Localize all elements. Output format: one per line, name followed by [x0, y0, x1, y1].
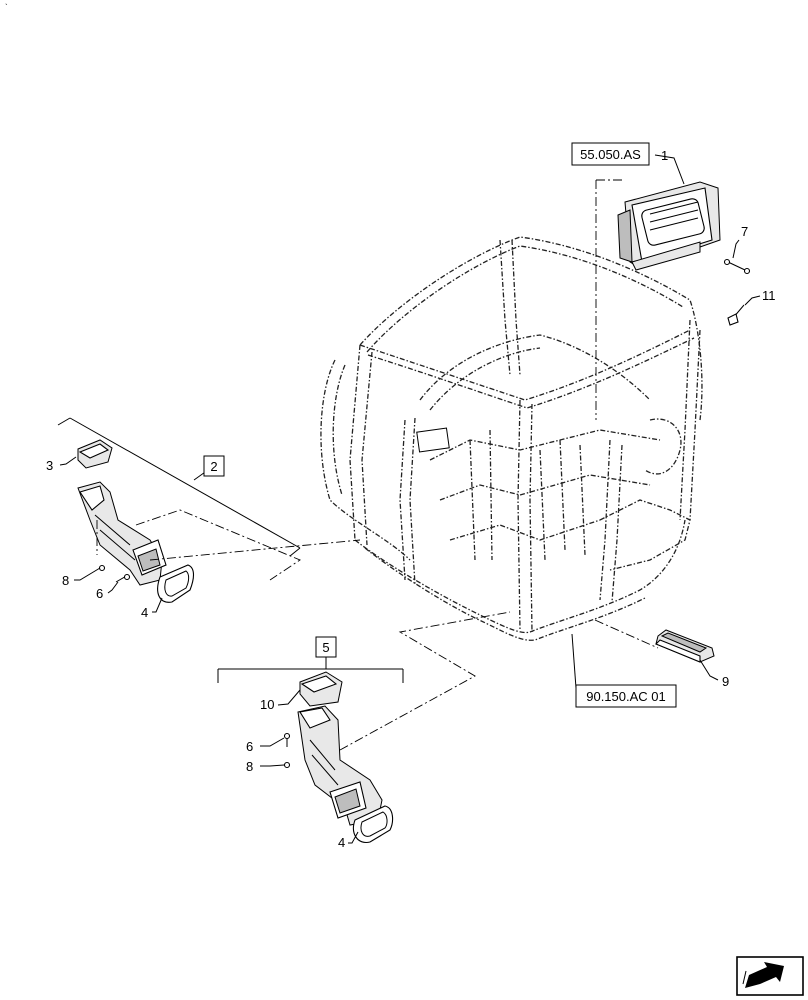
part-10-duct-cap	[299, 671, 343, 707]
callout-8-left: 8	[62, 573, 69, 588]
callout-box-5	[315, 636, 337, 658]
ref-label-top: 55.050.AS	[580, 147, 641, 162]
part-8-left-washer	[98, 564, 106, 572]
bottom-air-duct	[297, 705, 383, 826]
callout-6-left: 6	[96, 586, 103, 601]
ref-box-bottom	[575, 684, 677, 708]
part-8-bottom-washer	[283, 761, 291, 769]
cab-frame	[320, 236, 703, 641]
callout-8-bottom: 8	[246, 759, 253, 774]
callout-7: 7	[741, 224, 748, 239]
part-11-screw	[727, 304, 745, 326]
ref-box-top	[571, 142, 650, 166]
callout-10: 10	[260, 697, 274, 712]
callout-3: 3	[46, 458, 53, 473]
callout-2: 2	[210, 459, 217, 474]
callout-9: 9	[722, 674, 729, 689]
callout-4-left: 4	[141, 605, 148, 620]
part-1-vent-panel	[617, 181, 721, 271]
page-forward-arrow-icon[interactable]	[736, 956, 804, 996]
part-3-duct-cap	[77, 439, 113, 469]
callout-1: 1	[661, 148, 668, 163]
left-air-duct	[77, 481, 167, 586]
callout-box-2	[203, 455, 225, 477]
callout-5: 5	[322, 640, 329, 655]
part-4-left-gasket	[157, 564, 195, 603]
callout-6-bottom: 6	[246, 739, 253, 754]
callout-11: 11	[762, 288, 776, 303]
part-4-bottom-gasket	[352, 805, 394, 844]
part-6-bottom-screw	[283, 732, 291, 747]
callout-4-bottom: 4	[338, 835, 345, 850]
ref-label-bottom: 90.150.AC 01	[586, 689, 666, 704]
part-9-vent-grille	[655, 629, 715, 663]
part-7-bolt	[723, 258, 751, 275]
part-6-left-screw	[115, 573, 131, 583]
corner-mark-icon: `	[5, 3, 8, 12]
